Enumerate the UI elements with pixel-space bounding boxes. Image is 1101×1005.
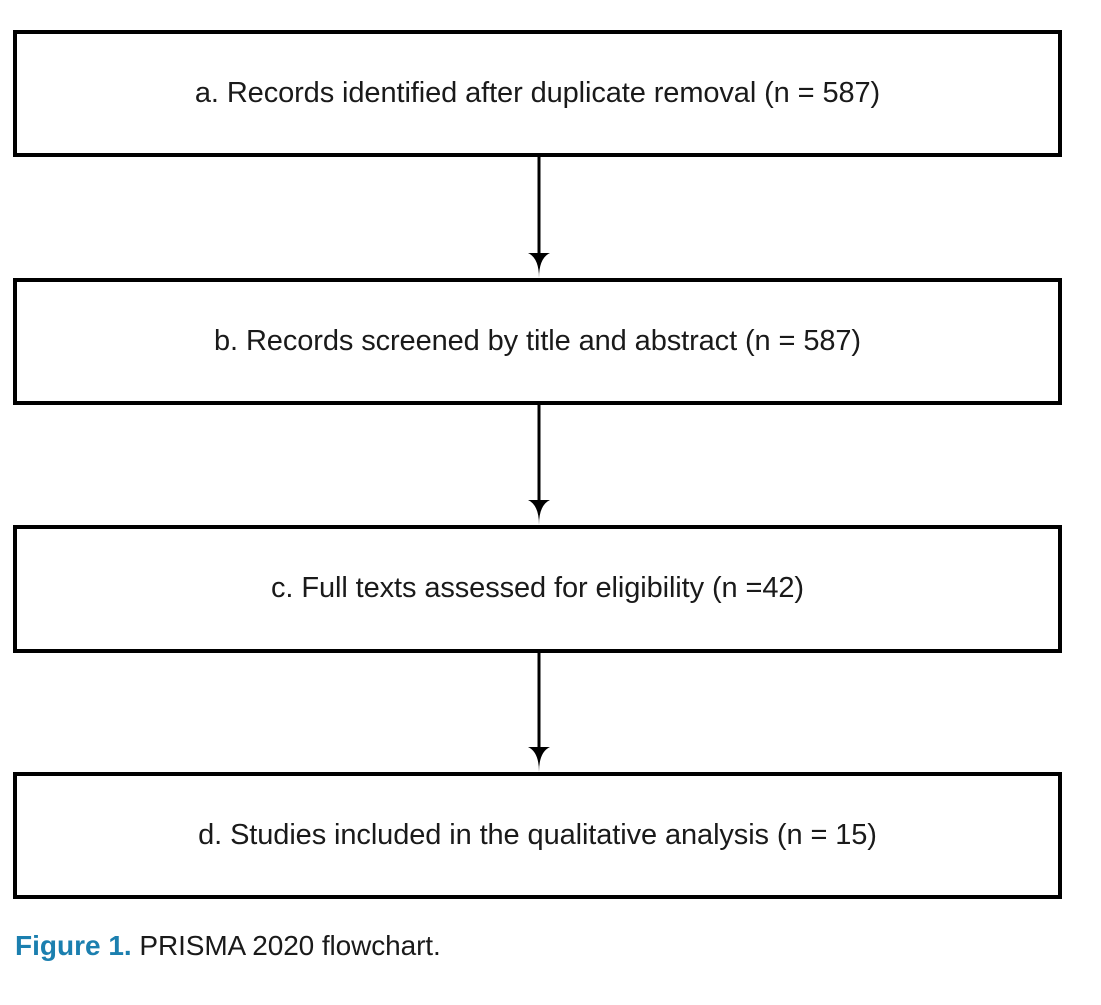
flow-node-b: b. Records screened by title and abstrac… [13, 278, 1062, 405]
down-arrow-icon [528, 405, 550, 525]
figure-caption-label: Figure 1. [15, 930, 132, 961]
flow-node-b-label: b. Records screened by title and abstrac… [214, 324, 861, 357]
flow-arrow-a-to-b [523, 157, 555, 278]
flow-arrow-c-to-d [523, 653, 555, 772]
figure-caption: Figure 1. PRISMA 2020 flowchart. [15, 928, 1085, 963]
flow-node-c-label: c. Full texts assessed for eligibility (… [271, 572, 804, 605]
figure-caption-text: PRISMA 2020 flowchart. [131, 930, 441, 961]
flow-node-d-label: d. Studies included in the qualitative a… [198, 818, 877, 851]
flow-node-a: a. Records identified after duplicate re… [13, 30, 1062, 157]
down-arrow-icon [528, 157, 550, 278]
flow-arrow-b-to-c [523, 405, 555, 525]
down-arrow-icon [528, 653, 550, 772]
flow-node-c: c. Full texts assessed for eligibility (… [13, 525, 1062, 653]
flow-node-a-label: a. Records identified after duplicate re… [194, 76, 881, 109]
flow-node-d: d. Studies included in the qualitative a… [13, 772, 1062, 899]
